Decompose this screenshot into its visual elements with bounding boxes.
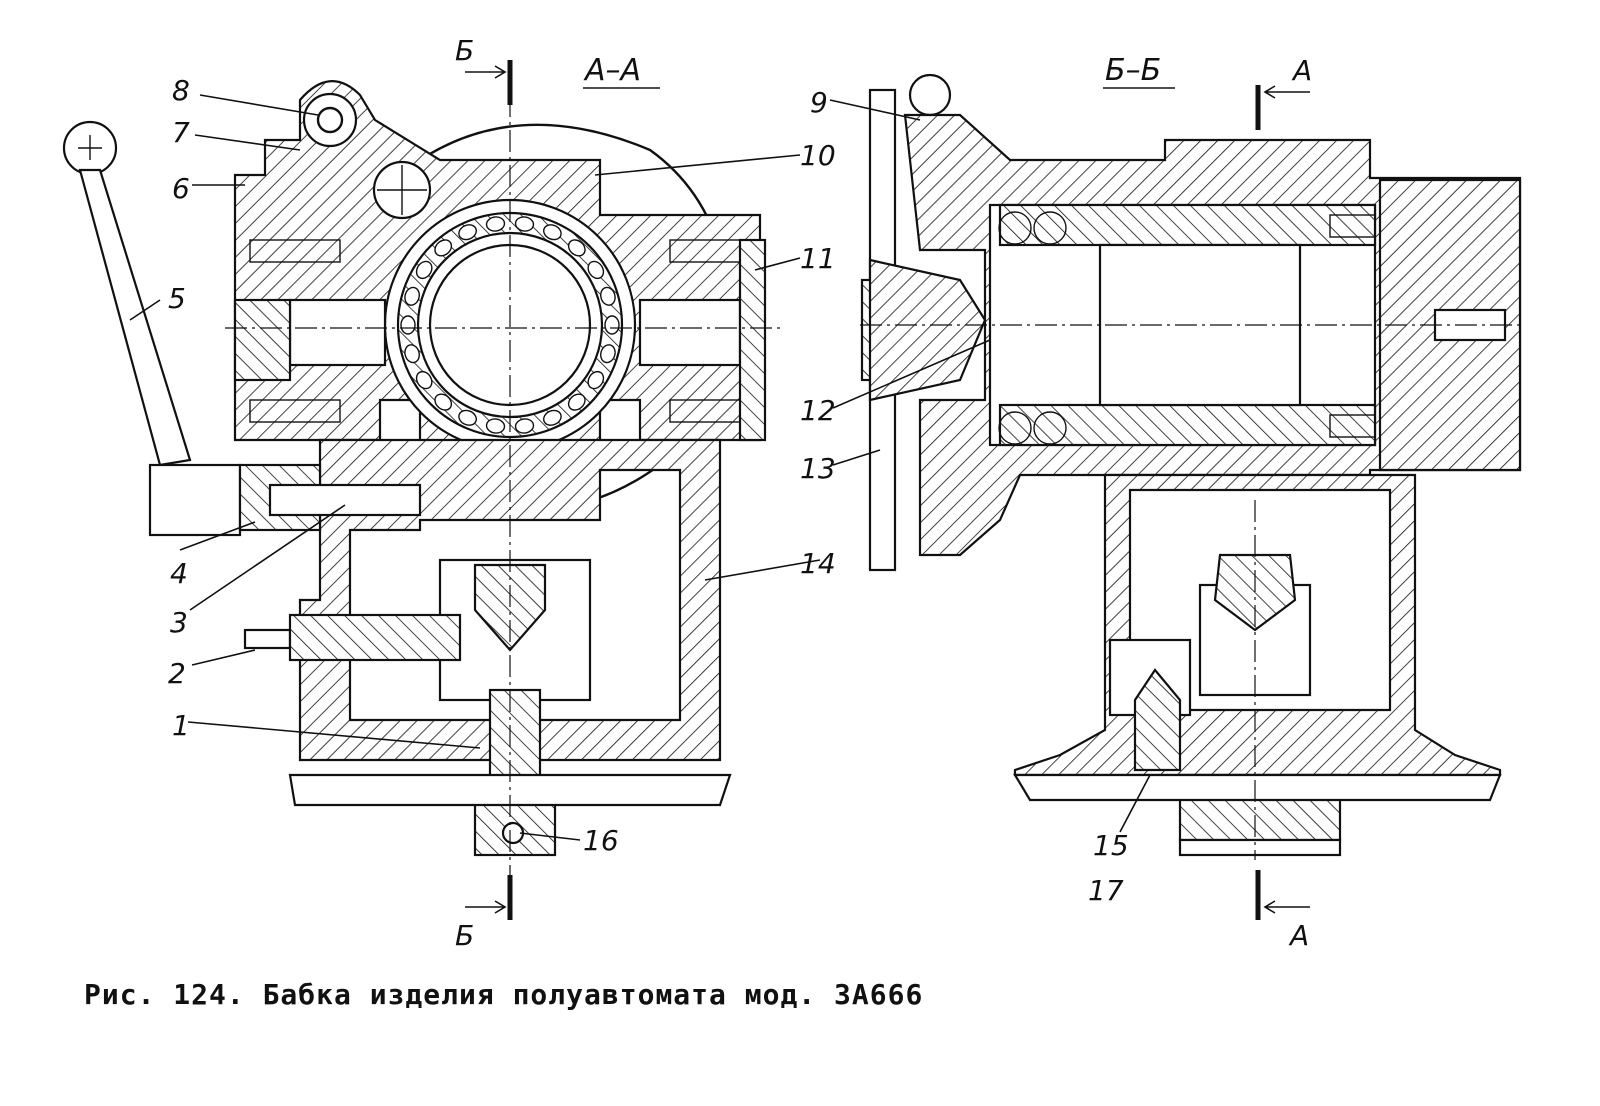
bearing-roller <box>600 286 616 306</box>
bearing-roller <box>404 344 420 364</box>
bearing-rollers <box>400 216 620 434</box>
bearing-roller <box>434 393 453 411</box>
pinion-15 <box>1133 668 1182 772</box>
bevel-gear-right <box>1213 553 1297 632</box>
bearing-roller <box>567 393 586 411</box>
bearing-roller <box>415 370 433 390</box>
bearing-roller <box>600 344 616 364</box>
right-base <box>1013 773 1502 802</box>
spindle-sleeve-bottom <box>998 403 1377 447</box>
bearing-roller <box>458 224 477 241</box>
callout-5: 5 <box>168 282 186 315</box>
handle-hub <box>148 463 242 537</box>
callout-14: 14 <box>800 547 836 580</box>
bearing-roller <box>567 239 586 257</box>
bearing-roller <box>587 260 605 280</box>
callout-labels: 1 2 3 4 5 6 7 8 9 10 11 12 13 14 15 16 1… <box>168 74 1129 907</box>
cut-marker-left-bottom: Б <box>455 919 474 952</box>
callout-12: 12 <box>800 394 836 427</box>
section-title-left: А–А <box>583 53 641 88</box>
pivot-eye-right <box>908 73 952 117</box>
bearing-roller <box>400 315 416 335</box>
section-b-b-view: А А Б–Б <box>860 53 1525 952</box>
callout-13: 13 <box>800 452 836 485</box>
bearing-roller <box>485 216 506 232</box>
callout-16: 16 <box>583 824 619 857</box>
bearing-roller <box>543 224 562 241</box>
spindle-sleeve-top <box>998 203 1377 247</box>
left-bushing <box>288 298 387 367</box>
cut-marker-right-bottom: А <box>1288 919 1309 952</box>
callout-17: 17 <box>1088 874 1124 907</box>
callout-11: 11 <box>800 242 836 275</box>
callout-6: 6 <box>172 172 190 205</box>
callout-leaders <box>129 94 1151 841</box>
bearing-roller <box>458 409 477 426</box>
eccentric-shaft <box>268 483 422 517</box>
vertical-shaft <box>488 688 542 792</box>
callout-3: 3 <box>170 606 188 639</box>
drive-plate <box>868 258 987 402</box>
pivot-eye <box>302 92 358 148</box>
bearing-roller <box>514 216 535 232</box>
callout-8: 8 <box>172 74 190 107</box>
spindle-core <box>1098 243 1302 407</box>
bearing-roller <box>415 260 433 280</box>
callout-4: 4 <box>170 557 188 590</box>
bearing-roller <box>543 409 562 426</box>
bearing-roller <box>604 315 620 335</box>
callout-9: 9 <box>810 86 828 119</box>
figure-caption: Рис. 124. Бабка изделия полуавтомата мод… <box>84 978 924 1011</box>
callout-15: 15 <box>1093 829 1129 862</box>
bearing-roller <box>587 370 605 390</box>
bevel-gear <box>473 563 547 652</box>
pivot-pin <box>316 106 344 134</box>
pedestal-body <box>298 438 722 762</box>
bearing-roller <box>485 418 506 434</box>
callout-1: 1 <box>172 709 190 742</box>
bearing-roller <box>434 239 453 257</box>
callout-10: 10 <box>800 139 836 172</box>
left-end-cap <box>233 298 292 382</box>
splined-end <box>243 628 292 650</box>
section-title-right: Б–Б <box>1105 53 1161 88</box>
section-a-a-view: Б Б А–А <box>62 34 780 952</box>
callout-7: 7 <box>172 116 190 149</box>
callout-2: 2 <box>168 657 186 690</box>
bearing-roller <box>514 418 535 434</box>
right-end-cap <box>738 238 767 442</box>
right-bushing <box>638 298 742 367</box>
cut-marker-right-top: А <box>1291 54 1312 87</box>
drive-shaft-housing <box>288 613 462 662</box>
bearing-roller <box>404 286 420 306</box>
cut-marker-left-top: Б <box>455 34 474 67</box>
